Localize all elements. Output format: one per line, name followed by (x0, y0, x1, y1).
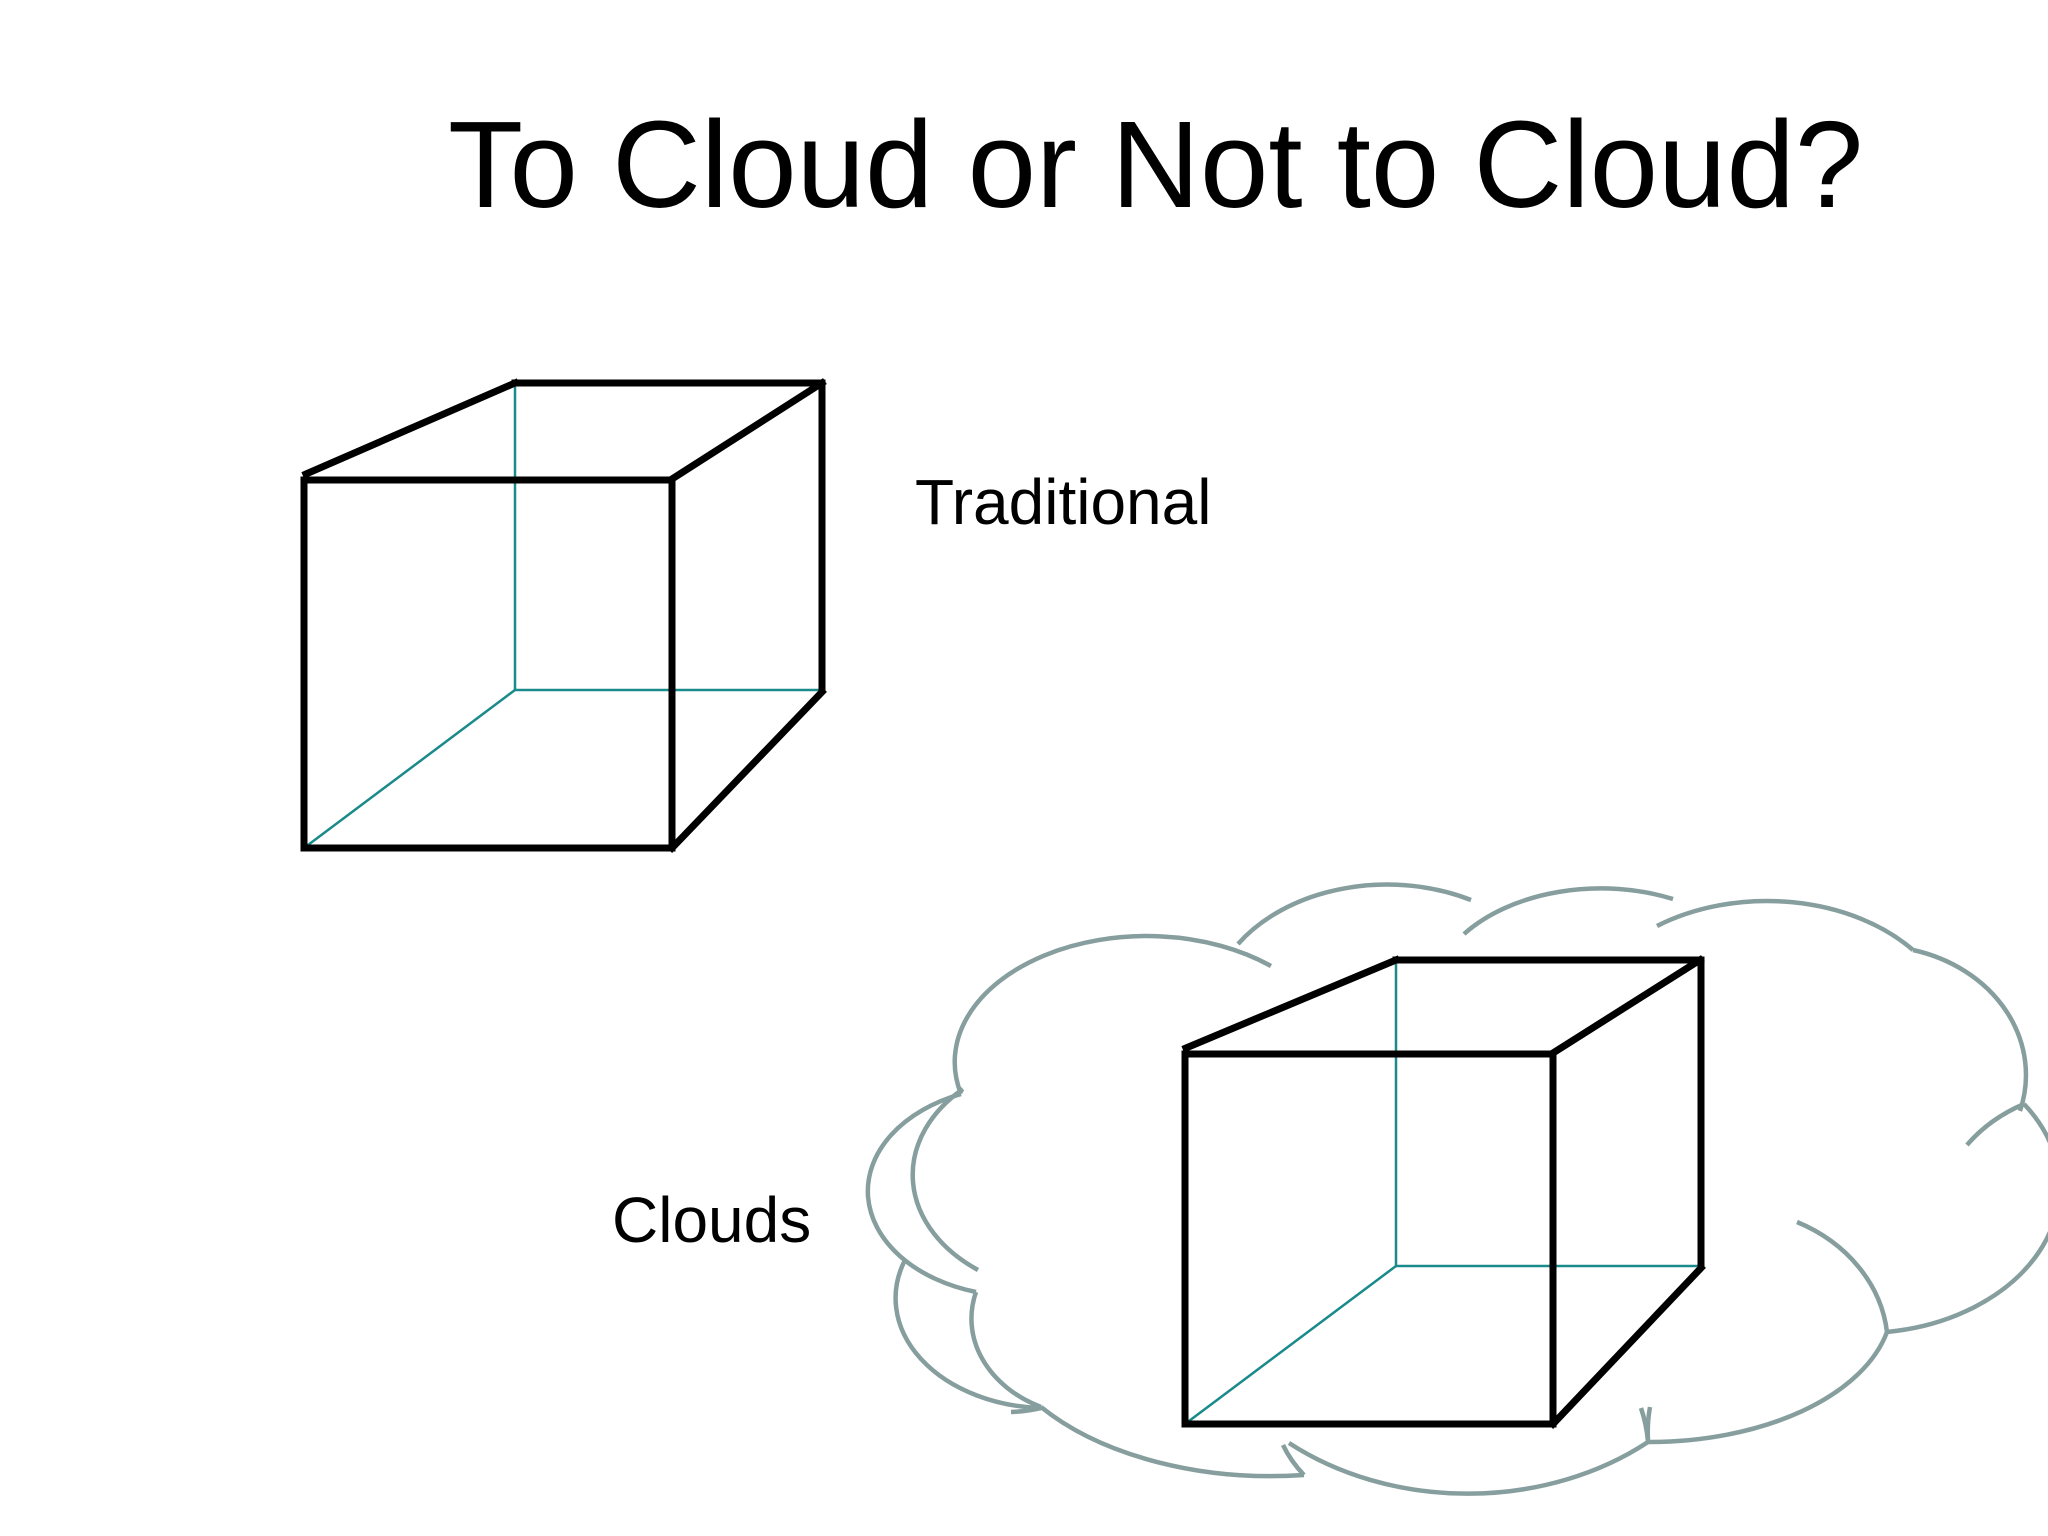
cloud-outline-icon (865, 882, 2048, 1496)
clouds-label: Clouds (612, 1184, 812, 1256)
cloud-cube-icon (1181, 955, 1706, 1429)
traditional-cube-icon (300, 378, 827, 853)
slide-title: To Cloud or Not to Cloud? (448, 97, 1864, 234)
cloud-cube-visible-edges (1181, 955, 1706, 1429)
traditional-label: Traditional (915, 466, 1212, 538)
traditional-cube-hidden-edges (303, 383, 822, 850)
traditional-cube-visible-edges (300, 378, 827, 853)
cloud-cube-hidden-edges (1184, 960, 1700, 1426)
